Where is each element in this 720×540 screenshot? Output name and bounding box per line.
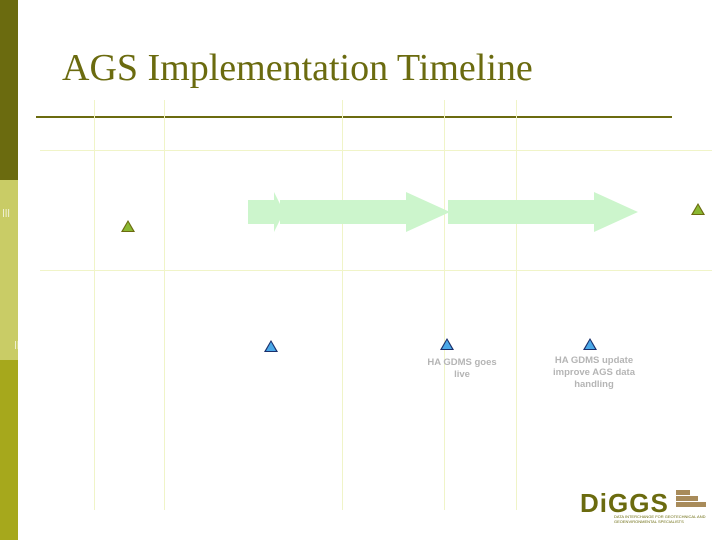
bar-mark: ||| <box>14 340 23 349</box>
slide-title: AGS Implementation Timeline <box>62 47 533 89</box>
label-line: HA GDMS goes <box>427 357 497 368</box>
title-divider <box>36 116 672 118</box>
milestone-triangle-icon <box>691 203 705 215</box>
accent-bar-middle: ||| <box>0 180 18 360</box>
grid-line <box>94 100 95 510</box>
milestone-triangle-icon <box>121 220 135 232</box>
grid-line <box>444 100 445 510</box>
logo-stack-icon <box>676 490 706 508</box>
diggs-logo: DiGGS DATA INTERCHANGE FOR GEOTECHNICAL … <box>580 488 710 528</box>
milestone-triangle-icon <box>440 338 454 350</box>
accent-bar-bottom <box>0 360 18 540</box>
logo-text: DiGGS <box>580 488 669 518</box>
milestone-label: HA GDMS goes live <box>412 357 512 381</box>
milestone-label: HA GDMS update improve AGS data handling <box>534 355 654 391</box>
grid-line <box>164 100 165 510</box>
timeline-arrow <box>280 192 450 232</box>
label-line: HA GDMS update <box>554 355 634 366</box>
accent-bar-top <box>0 0 18 180</box>
grid-line <box>516 100 517 510</box>
timeline-arrow <box>448 192 638 232</box>
label-line: improve AGS data <box>552 367 635 378</box>
label-line: handling <box>574 379 614 390</box>
milestone-triangle-icon <box>264 340 278 352</box>
logo-tagline: DATA INTERCHANGE FOR GEOTECHNICAL AND GE… <box>614 514 706 524</box>
label-line: live <box>454 369 470 380</box>
timeline-arrow <box>248 192 284 232</box>
grid-line <box>40 270 712 271</box>
grid-line <box>342 100 343 510</box>
grid-line <box>40 150 712 151</box>
milestone-triangle-icon <box>583 338 597 350</box>
bar-mark: ||| <box>2 208 11 217</box>
